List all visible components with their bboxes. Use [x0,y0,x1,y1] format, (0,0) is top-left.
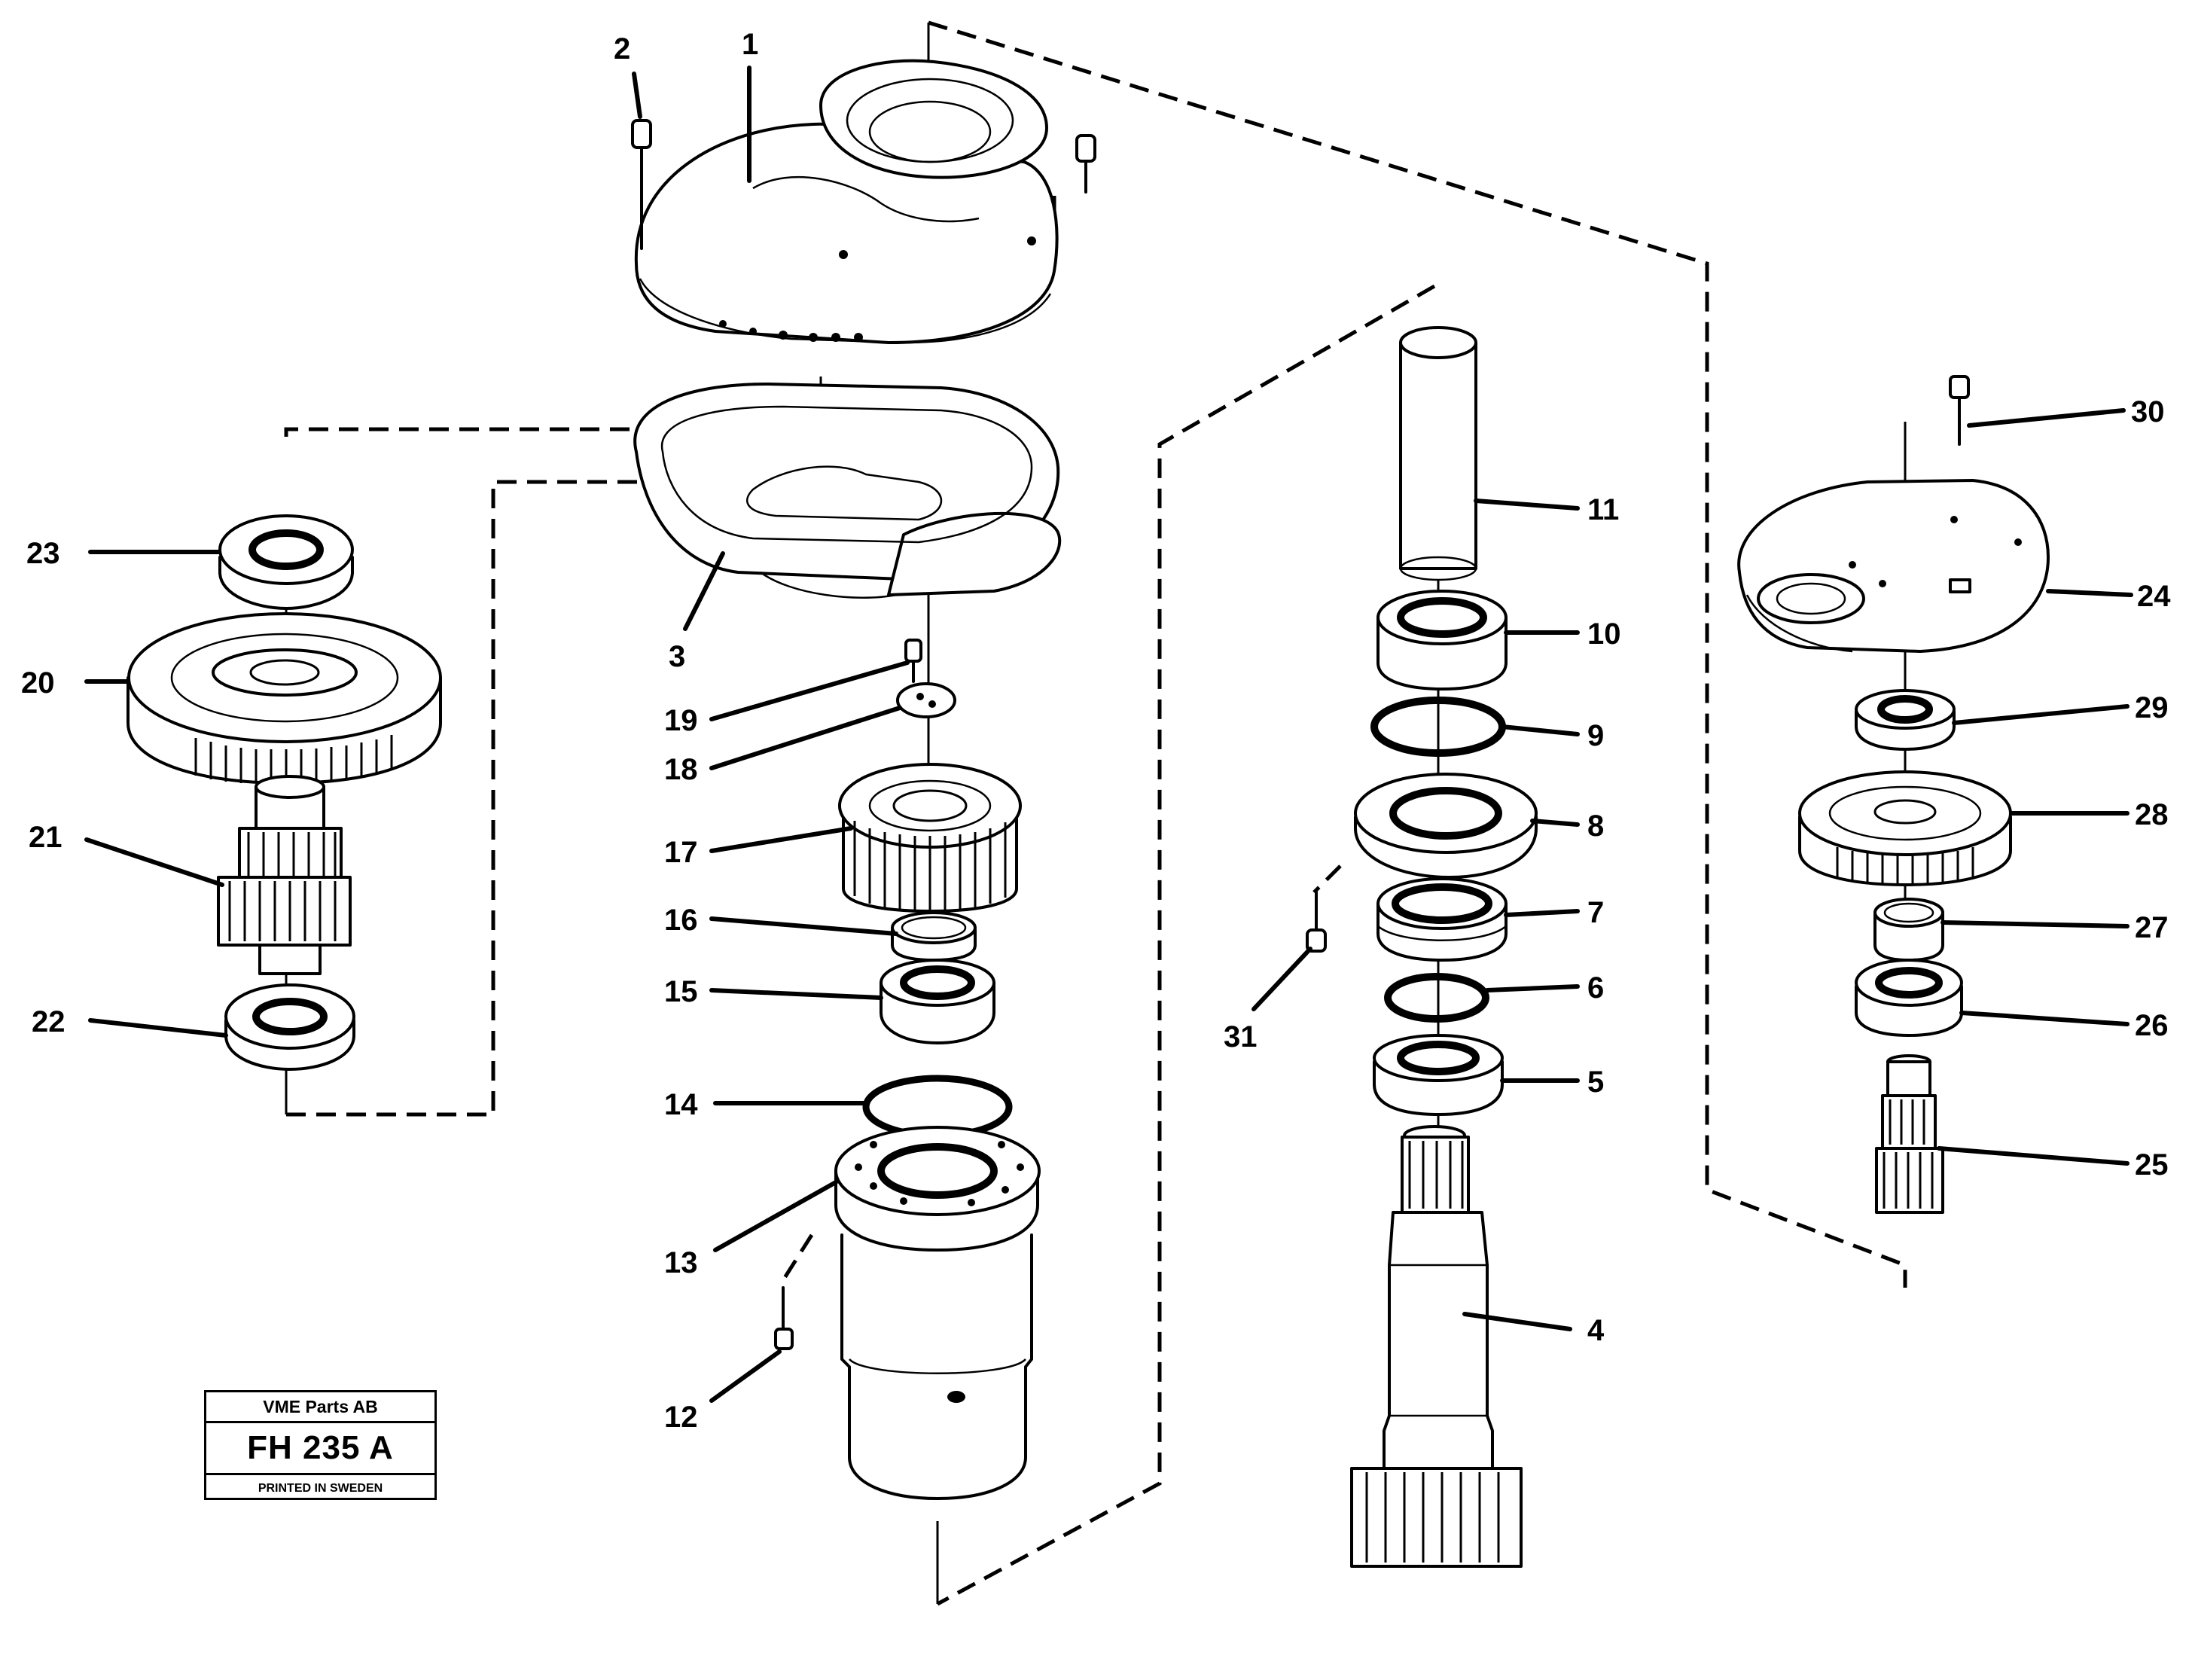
part-31-bolt [1306,891,1327,953]
part-13-housing-cylinder [834,1126,1041,1500]
callout-14: 14 [664,1088,698,1121]
callout-26: 26 [2135,1009,2169,1042]
part-2-bolt [631,119,652,250]
part-6-snap-ring [1384,973,1489,1023]
callout-28: 28 [2135,798,2169,831]
callout-3: 3 [669,640,685,673]
callout-20: 20 [21,666,55,700]
title-block-printed: PRINTED IN SWEDEN [258,1482,383,1495]
part-27-sleeve [1873,898,1944,962]
title-block: VME Parts AB FH 235 A PRINTED IN SWEDEN [204,1390,437,1500]
part-24-cover-plate [1737,479,2050,653]
callout-22: 22 [32,1005,66,1038]
part-3-housing-plate [633,383,1062,599]
callout-9: 9 [1587,719,1604,752]
part-19-screw [904,639,922,683]
callout-10: 10 [1587,617,1621,651]
part-21-pinion [217,775,352,975]
center-axes [285,23,1907,1604]
part-2b-bolt [1075,134,1096,194]
callout-8: 8 [1587,810,1604,843]
callout-7: 7 [1587,896,1604,929]
part-5-bearing [1373,1034,1504,1116]
callout-29: 29 [2135,691,2169,724]
callout-25: 25 [2135,1148,2169,1181]
callout-5: 5 [1587,1066,1604,1099]
part-16-ring [891,911,977,962]
title-block-company: VME Parts AB [206,1392,434,1423]
part-12-bolt [774,1286,794,1350]
callout-21: 21 [29,821,62,854]
callout-19: 19 [664,704,698,737]
callout-13: 13 [664,1246,698,1279]
callout-15: 15 [664,975,698,1008]
callout-24: 24 [2137,580,2171,613]
part-15-bearing [880,959,995,1044]
callout-31: 31 [1224,1020,1258,1053]
part-20-large-gear [127,612,442,785]
callout-30: 30 [2131,395,2165,428]
part-10-bearing [1376,590,1508,691]
part-11-tube [1399,326,1477,581]
callout-6: 6 [1587,971,1604,1005]
part-22-bearing [224,983,355,1071]
callout-18: 18 [664,753,698,786]
part-25-small-shaft [1875,1054,1944,1214]
callout-11: 11 [1587,493,1619,526]
callout-2: 2 [614,32,630,66]
part-30-bolt [1949,375,1970,446]
callout-17: 17 [664,836,698,869]
leader-lines [84,66,2133,1403]
part-17-spur-gear [838,763,1022,913]
part-29-bearing [1855,689,1956,751]
assembly-dashed-lines [284,20,1907,1606]
callout-4: 4 [1587,1314,1605,1347]
callout-16: 16 [664,904,698,937]
callout-23: 23 [26,537,60,570]
part-23-bearing [218,514,354,610]
part-28-gear [1798,770,2012,886]
part-8-flange [1354,773,1538,879]
part-1-upper-housing [634,59,1059,344]
part-7-seal [1376,877,1508,962]
callout-1: 1 [742,28,758,61]
part-4-shaft [1350,1125,1523,1568]
part-26-bearing [1855,959,1963,1037]
title-block-code: FH 235 A [206,1423,434,1475]
callout-labels: 1 2 3 4 5 6 7 8 9 10 11 12 13 14 15 16 1… [21,28,2171,1434]
callout-27: 27 [2135,911,2169,944]
callout-12: 12 [664,1401,698,1434]
part-18-washer-plate [896,682,956,718]
